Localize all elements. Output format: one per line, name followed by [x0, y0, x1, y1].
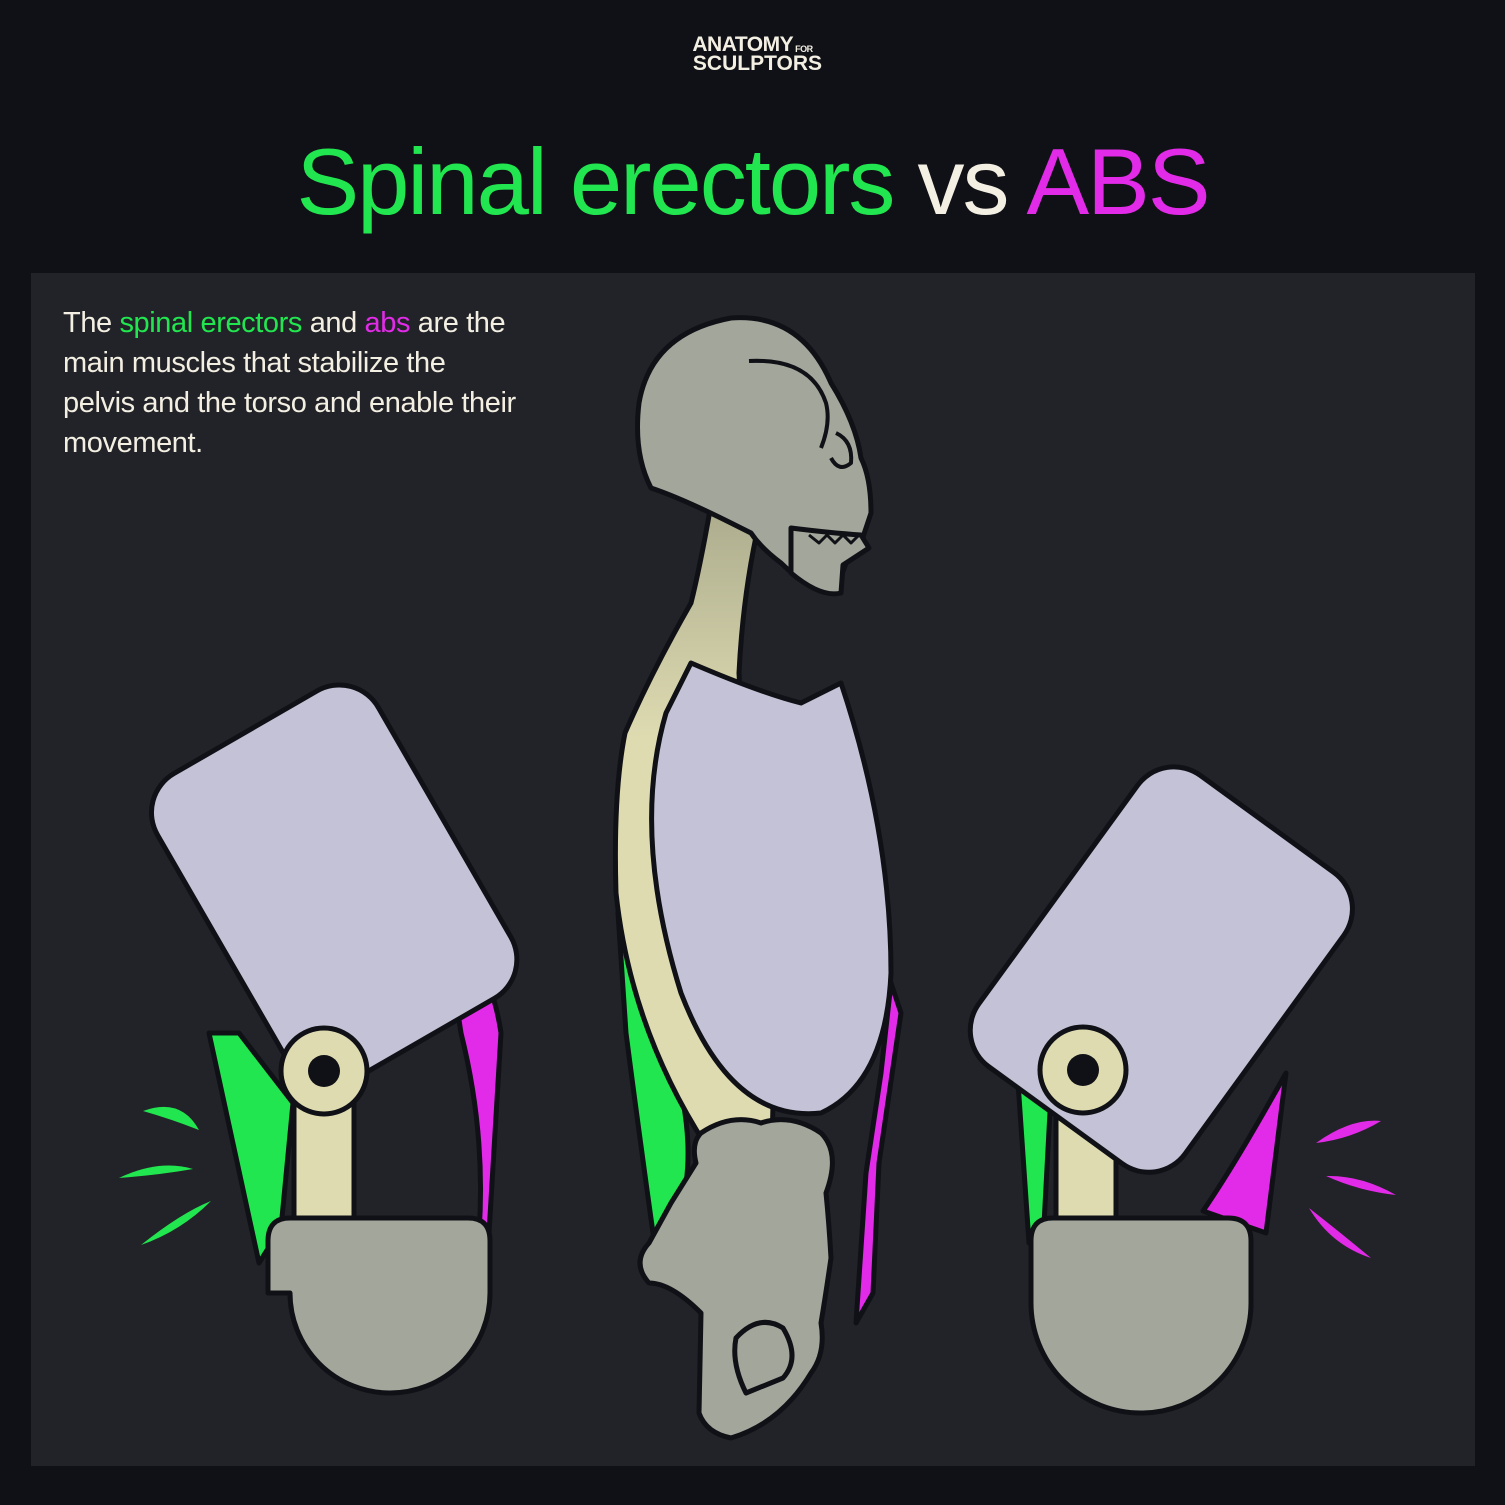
erector-strain-marks-icon — [119, 1106, 211, 1245]
right-pelvis-block — [1028, 1215, 1254, 1416]
spine-flexion-icon — [148, 682, 520, 1396]
logo-line1: ANATOMY — [692, 33, 794, 56]
spine-extension-icon — [967, 764, 1355, 1416]
left-torso-block — [148, 682, 520, 1090]
right-abs-muscle — [1200, 1070, 1289, 1236]
right-joint-hole — [1067, 1054, 1099, 1086]
eye-socket — [829, 431, 854, 469]
right-torso-block — [967, 764, 1355, 1175]
title-vs: vs — [893, 129, 1027, 234]
caption-text: are the main muscles that stabilize the … — [63, 307, 516, 459]
left-erector-muscle — [206, 1030, 296, 1266]
anatomy-figures — [119, 315, 1396, 1441]
center-abs-muscle — [853, 980, 904, 1326]
caption-abs: abs — [364, 307, 411, 339]
pelvis-socket — [732, 1319, 795, 1396]
caption-paragraph: The spinal erectors and abs are the main… — [63, 303, 523, 463]
teeth-line — [808, 533, 861, 545]
logo-line2: SCULPTORS — [692, 52, 823, 75]
abs-strain-marks-icon — [1309, 1120, 1396, 1258]
title-spinal-erectors: Spinal erectors — [296, 129, 895, 234]
caption-spinal-erectors: spinal erectors — [119, 307, 303, 339]
caption-text: and — [302, 307, 365, 339]
caption-text: The — [63, 307, 120, 339]
skull — [635, 315, 874, 594]
skull-crease — [748, 358, 830, 449]
title-abs: ABS — [1026, 129, 1210, 234]
rib-cage — [649, 660, 894, 1117]
left-pelvis-block — [265, 1215, 493, 1396]
page-title: Spinal erectors vs ABS — [0, 130, 1505, 233]
skull-jaw — [788, 525, 872, 597]
skeleton-side-icon — [612, 315, 904, 1441]
diagram-panel: The spinal erectors and abs are the main… — [31, 273, 1475, 1466]
left-joint-hole — [308, 1055, 340, 1087]
logo-line1-small: FOR — [795, 44, 813, 54]
